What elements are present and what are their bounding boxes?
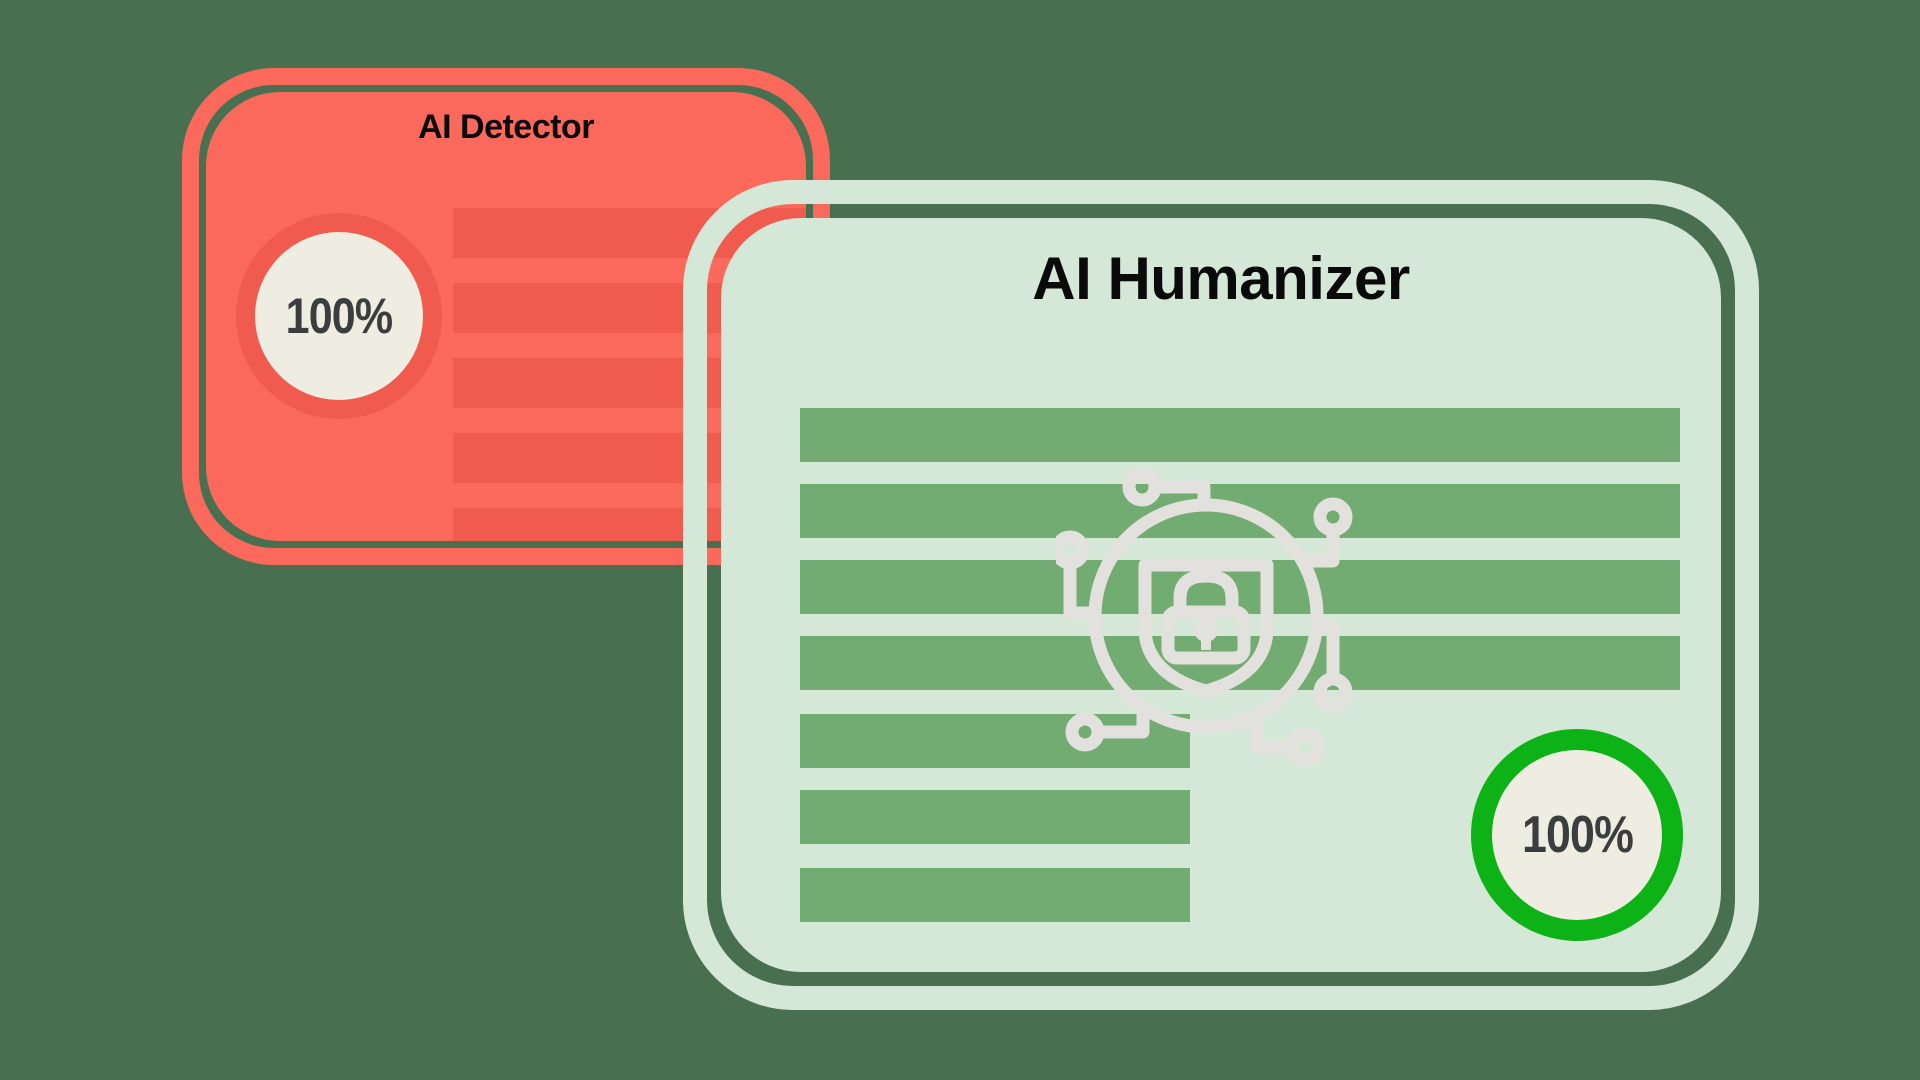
- humanizer-card: 100% AI Humanizer: [721, 218, 1721, 972]
- humanizer-card-border: [683, 180, 1759, 1010]
- humanizer-card-title: AI Humanizer: [1032, 245, 1410, 312]
- skeleton-line: [800, 408, 1680, 462]
- detector-score-badge: 100%: [255, 232, 423, 400]
- icon-container: [1056, 466, 1356, 766]
- circuit-shield-lock-icon: [1056, 467, 1353, 766]
- skeleton-line: [800, 790, 1190, 844]
- humanizer-score-badge: 100%: [1471, 729, 1683, 941]
- detector-card-title: AI Detector: [418, 108, 594, 146]
- humanizer-score-value: 100%: [1521, 806, 1634, 864]
- skeleton-line: [800, 868, 1190, 922]
- detector-score-value: 100%: [285, 288, 393, 344]
- skeleton-line: [800, 714, 1190, 768]
